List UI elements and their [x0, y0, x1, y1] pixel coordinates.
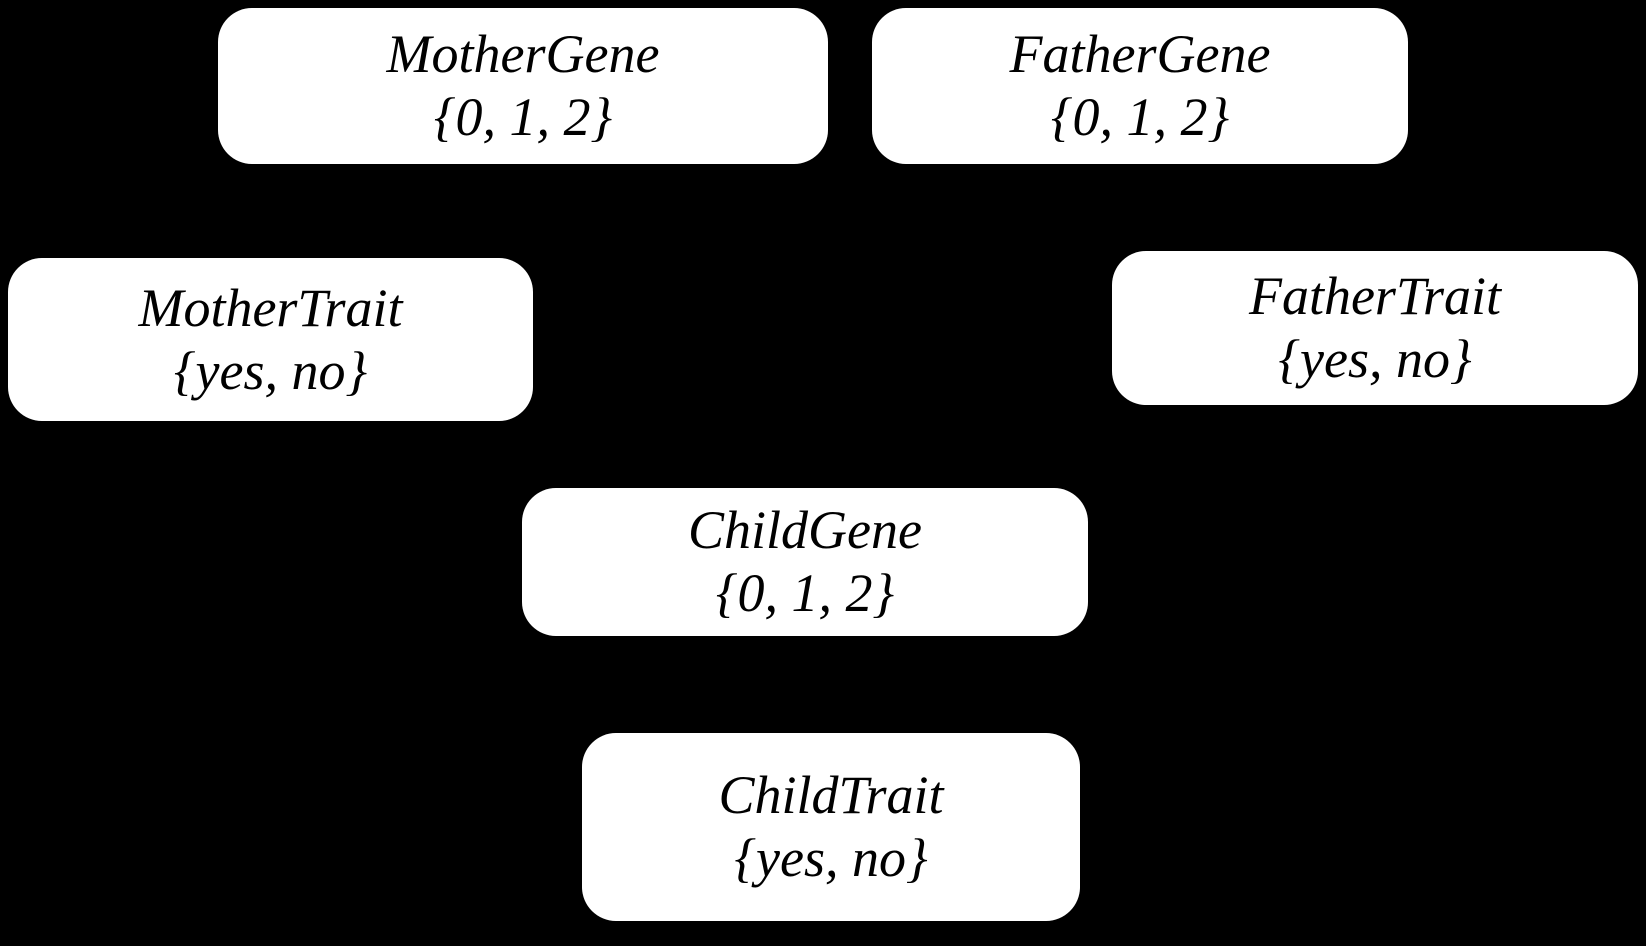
node-mother-gene[interactable]: MotherGene {0, 1, 2} — [218, 8, 828, 164]
node-mother-trait-domain: {yes, no} — [173, 340, 368, 401]
node-mother-trait-label: MotherTrait — [138, 277, 403, 338]
node-mother-gene-label: MotherGene — [386, 24, 660, 85]
node-mother-trait[interactable]: MotherTrait {yes, no} — [8, 258, 533, 421]
node-father-gene[interactable]: FatherGene {0, 1, 2} — [872, 8, 1408, 164]
node-child-gene[interactable]: ChildGene {0, 1, 2} — [522, 488, 1088, 636]
node-child-gene-domain: {0, 1, 2} — [715, 563, 895, 623]
node-father-gene-label: FatherGene — [1009, 24, 1271, 85]
node-child-trait-domain: {yes, no} — [734, 828, 928, 888]
node-child-trait[interactable]: ChildTrait {yes, no} — [582, 733, 1080, 921]
node-father-trait[interactable]: FatherTrait {yes, no} — [1112, 251, 1638, 405]
node-father-gene-domain: {0, 1, 2} — [1050, 87, 1230, 147]
node-father-trait-domain: {yes, no} — [1278, 329, 1472, 389]
node-father-trait-label: FatherTrait — [1248, 266, 1502, 327]
node-child-trait-label: ChildTrait — [718, 765, 944, 826]
node-child-gene-label: ChildGene — [688, 500, 922, 561]
node-mother-gene-domain: {0, 1, 2} — [433, 87, 613, 147]
